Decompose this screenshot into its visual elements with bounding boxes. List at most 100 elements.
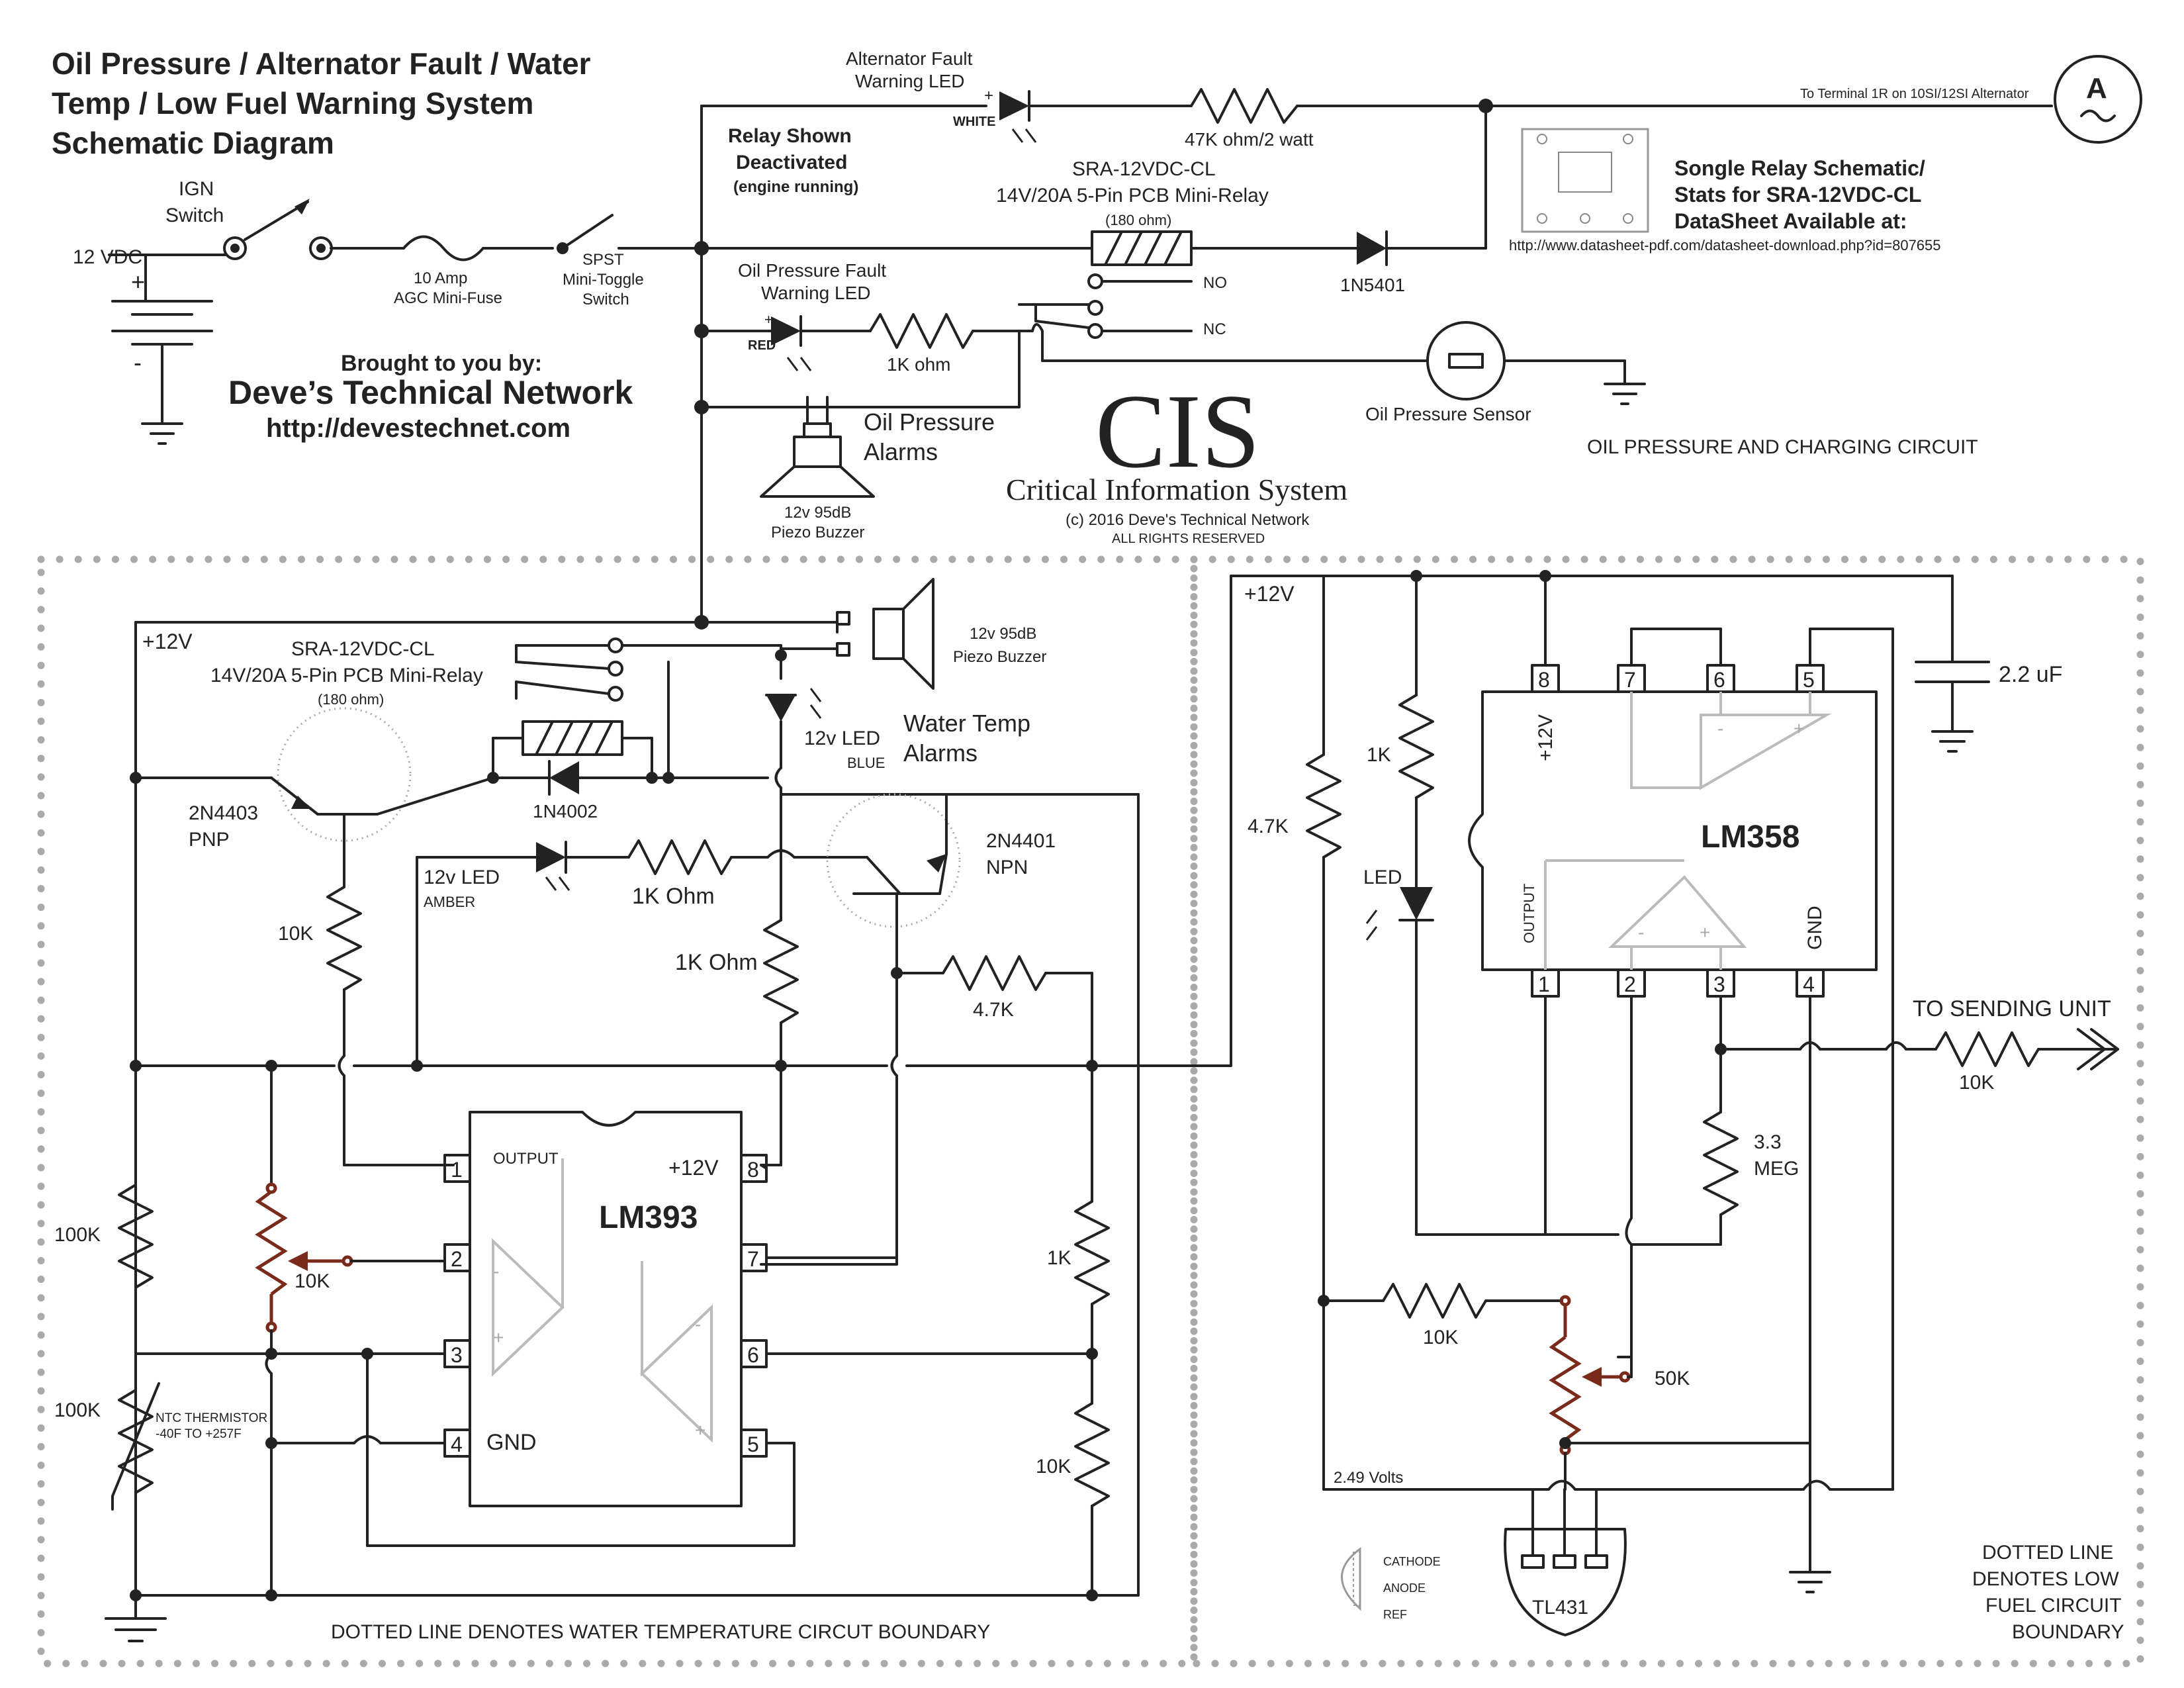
water-alarm-label-2: Alarms (903, 739, 978, 767)
potentiometer-10k-label: 10K (295, 1270, 330, 1292)
water-relay-coil (492, 661, 670, 779)
lm358-gnd-label: GND (1804, 906, 1826, 950)
spst-switch-symbol (557, 214, 703, 254)
lm393-minus-b: - (695, 1314, 701, 1335)
fuel-led-label: LED (1363, 867, 1402, 888)
lm358-pin-8: 8 (1538, 668, 1550, 692)
tl431-label: TL431 (1532, 1597, 1588, 1618)
tl431-pinout-thumbnail (1341, 1547, 1361, 1611)
lm393-plus-b: + (695, 1420, 705, 1440)
oil-piezo-buzzer (760, 396, 875, 498)
resistor-3-3meg-label-2: MEG (1754, 1158, 1799, 1180)
cis-copyright: (c) 2016 Deve's Technical Network (1066, 511, 1310, 529)
lm358-pin-7: 7 (1624, 668, 1636, 692)
water-temp-circuit: +12V 12v 95dB Piezo Buzzer SRA-12VDC-CL … (54, 575, 1232, 1643)
relay-pinout-thumbnail (1521, 128, 1649, 233)
resistor-1k-fuel-label: 1K (1367, 744, 1391, 766)
fuse-symbol (402, 235, 554, 261)
amber-led-label-2: AMBER (424, 894, 475, 910)
alternator-terminal-label: To Terminal 1R on 10SI/12SI Alternator (1800, 87, 2029, 101)
title-line-1: Oil Pressure / Alternator Fault / Water (52, 46, 591, 81)
pnp-outline (277, 707, 412, 842)
title-block: Oil Pressure / Alternator Fault / Water … (52, 46, 591, 160)
lm393-pin-2: 2 (451, 1247, 463, 1271)
oil-sensor-label: Oil Pressure Sensor (1365, 404, 1531, 424)
spst-label-2: Mini-Toggle (563, 271, 644, 289)
resistor-10k-water-right (1074, 1402, 1110, 1597)
ntc-thermistor-100k (111, 1286, 160, 1511)
cis-logo-name: Critical Information System (1006, 473, 1347, 506)
resistor-10k-sending (1934, 1028, 2119, 1070)
pnp-transistor-2n4403 (134, 776, 494, 888)
water-relay-label-1: SRA-12VDC-CL (291, 638, 435, 660)
low-fuel-circuit: +12V 4.7K 1K LED (1230, 570, 2124, 1643)
capacitor-label: 2.2 uF (1999, 662, 2062, 687)
cis-logo: CIS Critical Information System (c) 2016… (1006, 372, 1347, 546)
oil-led-color: RED (748, 338, 776, 353)
resistor-10k-water-right-label: 10K (1036, 1456, 1071, 1477)
cis-rights: ALL RIGHTS RESERVED (1112, 532, 1265, 546)
alt-fault-led-symbol (999, 90, 1193, 143)
fuel-boundary-1: DOTTED LINE (1982, 1542, 2113, 1564)
spst-label-1: SPST (582, 251, 624, 269)
resistor-4-7k-water-label: 4.7K (973, 999, 1014, 1021)
lm358-plus-a: + (1794, 718, 1804, 739)
fuel-led (1365, 887, 1619, 1236)
relay-info-url: http://www.datasheet-pdf.com/datasheet-d… (1509, 237, 1941, 254)
reference-voltage-label: 2.49 Volts (1334, 1469, 1403, 1487)
lm393-pin-8: 8 (747, 1158, 759, 1182)
battery-symbol (108, 254, 213, 445)
resistor-4-7k-fuel (1306, 753, 1342, 1302)
credits-url: http://devestechnet.com (266, 414, 570, 443)
thermistor-100k-label: 100K (54, 1399, 101, 1421)
credits-network: Deve’s Technical Network (228, 374, 633, 411)
resistor-1k-fuel (1398, 694, 1434, 888)
lm358-pin-5: 5 (1803, 668, 1815, 692)
amber-led-label-1: 12v LED (424, 867, 500, 888)
water-relay-contacts (515, 637, 782, 702)
resistor-10k-base (326, 886, 455, 1166)
oil-alarm-label-2: Alarms (864, 438, 938, 465)
thermistor-label-1: NTC THERMISTOR (156, 1411, 267, 1425)
lm358-label: LM358 (1701, 820, 1799, 855)
circuit-boundaries (37, 555, 2144, 1667)
ign-switch-label-1: IGN (179, 178, 214, 200)
oil-relay-coil (1091, 230, 1358, 266)
fuel-v12-label: +12V (1244, 582, 1295, 606)
npn-label-1: 2N4401 (986, 830, 1056, 852)
lm358-pin-6: 6 (1713, 668, 1725, 692)
cis-logo-mark: CIS (1095, 372, 1260, 490)
relay-state-1: Relay Shown (728, 125, 852, 147)
fuel-boundary-3: FUEL CIRCUIT (1985, 1595, 2122, 1617)
relay-info-1: Songle Relay Schematic/ (1674, 156, 1925, 180)
alt-led-color: WHITE (953, 115, 995, 129)
alt-led-label-2: Warning LED (855, 71, 964, 91)
blue-led (765, 644, 822, 849)
water-ground-symbol (105, 1594, 167, 1642)
relay-no-label: NO (1203, 274, 1227, 292)
relay-info-2: Stats for SRA-12VDC-CL (1674, 183, 1921, 207)
lm393-label: LM393 (599, 1200, 698, 1235)
resistor-1k-amber (627, 839, 868, 875)
resistor-1k-collector-label: 1K Ohm (675, 950, 758, 975)
water-alarm-label-1: Water Temp (903, 710, 1030, 737)
diode-1n4002-label: 1N4002 (533, 801, 598, 821)
lm393-pin-1: 1 (451, 1158, 463, 1182)
oil-buzzer-label-2: Piezo Buzzer (771, 524, 864, 541)
water-v12-label: +12V (142, 630, 193, 653)
water-relay-label-2: 14V/20A 5-Pin PCB Mini-Relay (210, 665, 483, 686)
relay-state-3: (engine running) (733, 178, 858, 196)
potentiometer-50k-label: 50K (1655, 1368, 1690, 1389)
lm393-minus-a: - (493, 1261, 499, 1282)
water-piezo-buzzer (780, 578, 934, 690)
fuel-ground-symbol (1789, 1558, 1831, 1593)
lm393-pin-4: 4 (451, 1432, 463, 1456)
resistor-47k-label: 47K ohm/2 watt (1185, 129, 1314, 150)
relay-state-2: Deactivated (736, 152, 847, 173)
capacitor-2-2uf (1915, 661, 1990, 753)
water-ground-bus (134, 575, 1232, 1067)
oil-relay-label-3: (180 ohm) (1105, 212, 1171, 228)
blue-led-label-1: 12v LED (804, 727, 880, 749)
resistor-3-3meg (1630, 1048, 1739, 1246)
